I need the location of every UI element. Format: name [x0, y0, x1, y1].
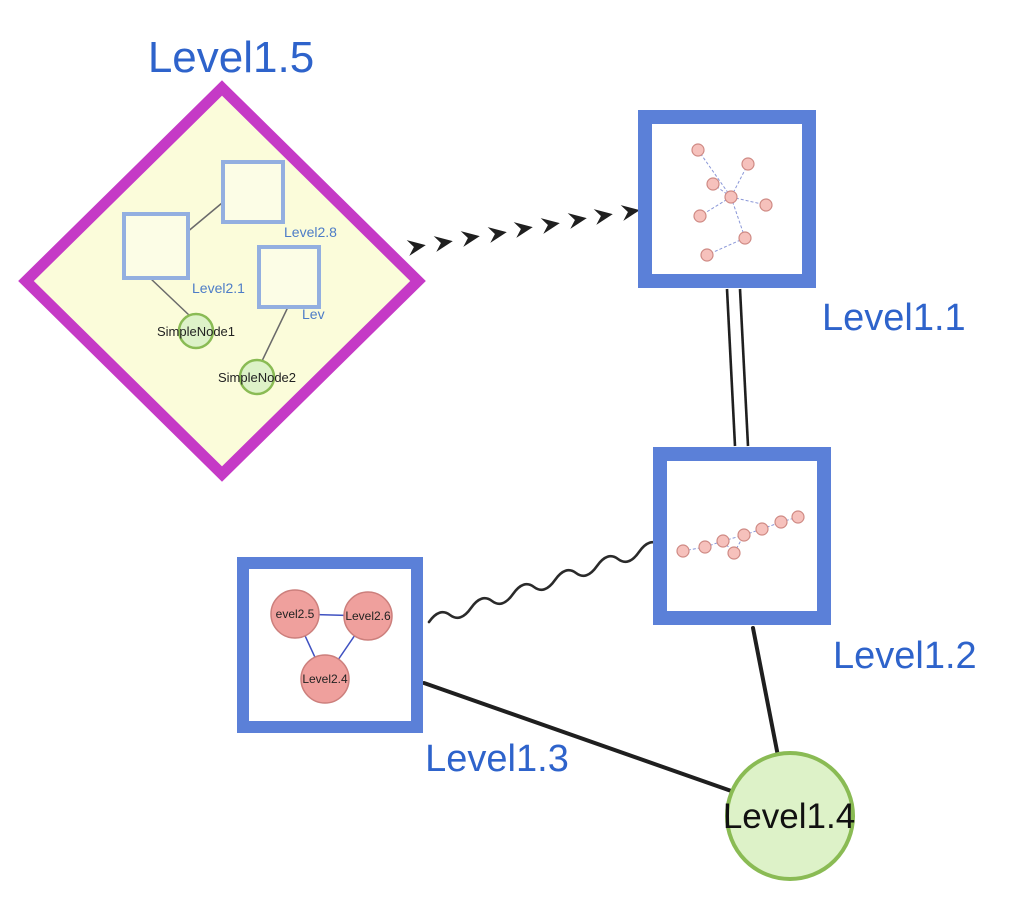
edge-level15-to-level11-dashed-arrow[interactable] — [406, 202, 641, 256]
node-level2-5[interactable] — [270, 589, 320, 639]
node-simplenode1[interactable] — [177, 312, 215, 350]
label-level1-1: Level1.1 — [822, 297, 966, 339]
label-simplenode1: SimpleNode1 — [157, 324, 235, 339]
arrow-chevron-icon — [540, 218, 560, 234]
thumbnail-node — [706, 177, 720, 191]
arrow-chevron-icon — [406, 240, 426, 256]
node-simplenode2[interactable] — [238, 358, 276, 396]
node-level2-8-square[interactable] — [221, 160, 285, 224]
arrow-chevron-icon — [593, 209, 613, 225]
arrow-chevron-icon — [460, 231, 480, 247]
node-level1-4[interactable]: Level1.4 — [723, 751, 855, 881]
node-level2-1-square[interactable] — [122, 212, 190, 280]
thumbnail-node — [741, 157, 755, 171]
thumbnail-node — [698, 540, 712, 554]
thumbnail-node — [700, 248, 714, 262]
level1-2-subgraph-thumbnail — [676, 510, 805, 560]
label-level1-5: Level1.5 — [148, 33, 314, 82]
label-simplenode2: SimpleNode2 — [218, 370, 296, 385]
arrow-chevron-icon — [567, 213, 587, 229]
label-level2-6: Level2.6 — [345, 609, 391, 623]
node-level2-6[interactable] — [343, 591, 393, 641]
thumbnail-node — [774, 515, 788, 529]
thumbnail-node — [755, 522, 769, 536]
label-level1-4: Level1.4 — [723, 797, 855, 836]
thumbnail-node — [727, 546, 741, 560]
thumbnail-node — [738, 231, 752, 245]
thumbnail-node — [691, 143, 705, 157]
label-level1-3: Level1.3 — [425, 738, 569, 780]
node-level1-1[interactable] — [638, 110, 816, 288]
node-level2-4[interactable] — [300, 654, 350, 704]
level1-5-diamond-shape[interactable] — [18, 80, 426, 482]
node-level1-3[interactable]: evel2.5 Level2.6 Level2.4 — [237, 557, 423, 733]
edges-layer — [406, 202, 780, 795]
thumbnail-node — [724, 190, 738, 204]
arrow-chevron-icon — [620, 205, 640, 221]
level1-1-subgraph-thumbnail — [691, 143, 773, 262]
label-level2-4: Level2.4 — [302, 672, 348, 686]
level1-4-circle-shape[interactable] — [725, 751, 855, 881]
thumbnail-node — [759, 198, 773, 212]
arrow-chevron-icon — [513, 222, 533, 238]
arrow-chevron-icon — [433, 236, 453, 252]
thumbnail-node — [693, 209, 707, 223]
label-level2-1: Level2.1 — [192, 280, 245, 296]
thumbnail-node — [716, 534, 730, 548]
node-level1-5[interactable]: Level2.8 Level2.1 Lev SimpleNode1 Simple… — [18, 80, 426, 482]
node-level2-lev-square[interactable] — [257, 245, 321, 309]
label-level1-2: Level1.2 — [833, 635, 977, 677]
label-level2-truncated: Lev — [302, 306, 325, 322]
edge-level13-to-level14[interactable] — [422, 681, 739, 795]
thumbnail-node — [676, 544, 690, 558]
label-level2-8: Level2.8 — [284, 224, 337, 240]
thumbnail-node — [791, 510, 805, 524]
node-level1-2[interactable] — [653, 447, 831, 625]
thumbnail-node — [737, 528, 751, 542]
edge-level12-to-level14[interactable] — [751, 626, 780, 758]
label-level2-5: evel2.5 — [276, 607, 315, 621]
arrow-chevron-icon — [487, 227, 507, 243]
edge-level13-to-level12-wavy-line[interactable] — [427, 540, 662, 624]
edge-level11-to-level12-double-line[interactable] — [725, 288, 750, 447]
